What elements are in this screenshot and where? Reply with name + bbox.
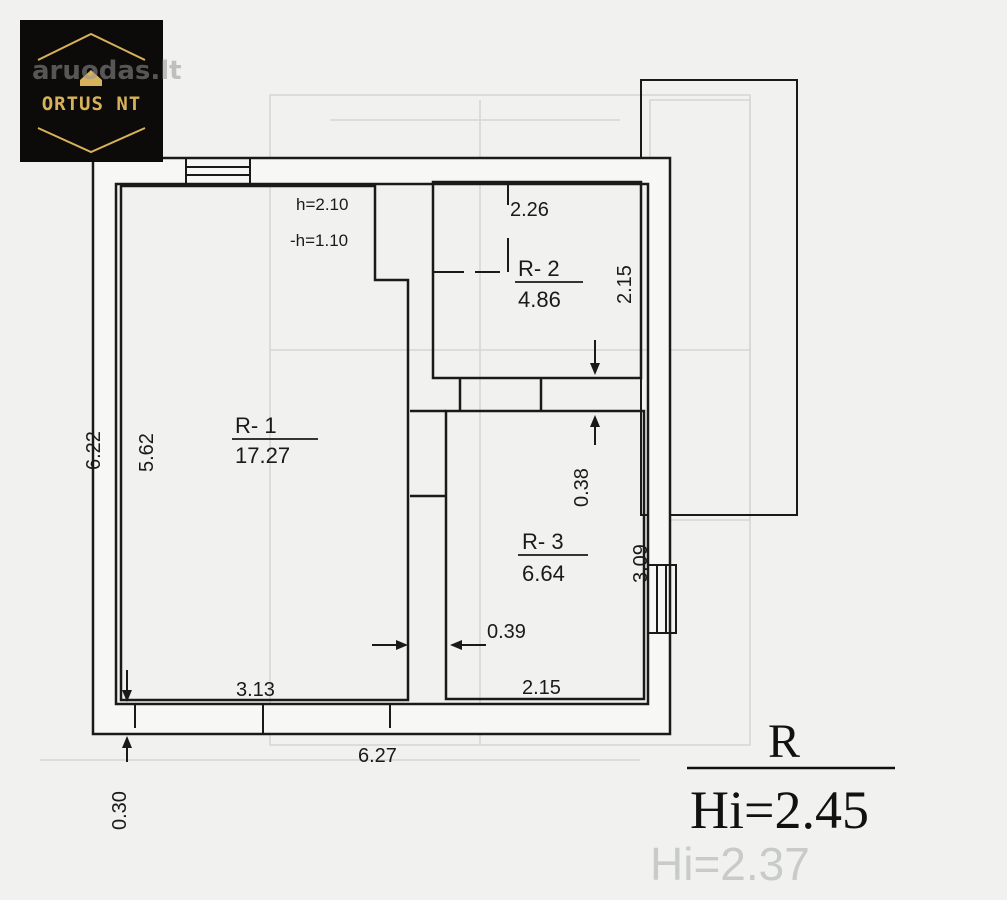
- dim-wall-thickness: 0.30: [109, 791, 131, 830]
- height-legend: R Hi=2.45: [687, 715, 895, 840]
- room-r2-id: R- 2: [518, 256, 560, 281]
- room-r3-label: R- 3 6.64: [518, 529, 588, 586]
- dimension-lines: [126, 185, 596, 762]
- room-r3-id: R- 3: [522, 529, 564, 554]
- room-r3-area: 6.64: [522, 561, 565, 586]
- window-right: [647, 564, 677, 634]
- dim-r3-width: 2.15: [522, 677, 561, 699]
- dim-outer-width: 6.27: [358, 745, 397, 767]
- house-roof-icon: [37, 32, 146, 154]
- dim-r1-width: 3.13: [236, 679, 275, 701]
- room-r2-outline: [431, 180, 643, 380]
- dim-r1-height: 5.62: [136, 433, 158, 472]
- reduced-height-label: -h=1.10: [290, 231, 348, 250]
- room-r2-area: 4.86: [518, 287, 561, 312]
- room-r2-label: R- 2 4.86: [515, 256, 583, 312]
- outer-wall: [91, 156, 672, 736]
- ghost-height-text: Hi=2.37: [650, 838, 810, 890]
- room-r1-outline: [119, 184, 410, 702]
- dim-r2-height: 2.15: [614, 265, 636, 304]
- dim-r2-width: 2.26: [510, 199, 549, 221]
- watermark: aruodas.lt: [32, 56, 182, 86]
- brand-name: ORTUS NT: [41, 93, 142, 115]
- dim-outer-height: 6.22: [83, 431, 105, 470]
- window-top: [185, 157, 251, 185]
- brand-logo: ORTUS NT: [20, 20, 163, 162]
- room-r1-area: 17.27: [235, 443, 290, 468]
- dim-r3-height: 3.09: [630, 544, 652, 583]
- partition-walls: [410, 378, 543, 498]
- legend-label: R: [768, 715, 800, 768]
- room-r3-outline: [444, 409, 646, 701]
- dimension-arrows: [122, 363, 600, 748]
- dim-inner-wall: 0.39: [487, 621, 526, 643]
- dim-partition: 0.38: [571, 468, 593, 507]
- height-label: h=2.10: [296, 195, 348, 214]
- room-r1-id: R- 1: [235, 413, 277, 438]
- legend-height: Hi=2.45: [690, 780, 869, 840]
- room-r1-label: R- 1 17.27: [232, 413, 318, 468]
